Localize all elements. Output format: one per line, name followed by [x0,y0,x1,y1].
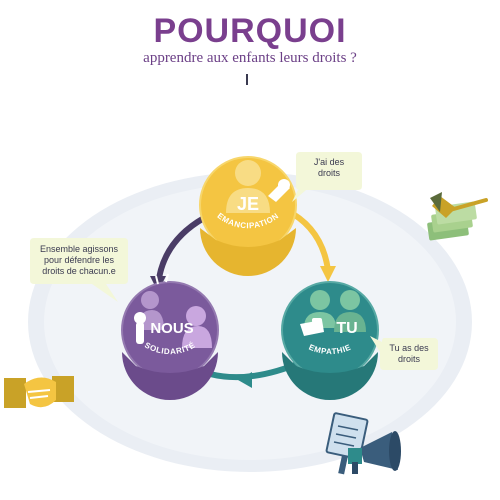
circle-word-tu: TU [336,320,358,337]
page-subtitle: apprendre aux enfants leurs droits ? [143,50,357,66]
megaphone-icon [325,412,401,475]
person-left-icon [141,291,159,309]
raised-fist-icon [134,312,146,324]
arrow-head-teal [238,372,252,388]
person-body-icon [226,188,270,213]
title-divider [246,74,248,85]
bubble-je-shape [292,152,362,202]
handshake-icon [4,376,74,408]
circle-word-nous: NOUS [150,320,194,337]
bubble-nous-text: Ensemble agissons pour défendre les droi… [32,244,126,277]
bubble-tu-shape [370,336,438,370]
bubble-nous-shape [30,238,128,302]
person-head-icon [235,160,261,186]
circle-word-je: JE [236,194,260,214]
bubble-nous-line: droits de chacun.e [42,266,116,276]
bubble-je-text: J'ai des droits [298,157,360,179]
bubble-je-line: droits [317,168,340,178]
person-right-icon [186,306,206,326]
circle-je: EMANCIPATION [199,156,297,276]
bubble-tu-line: Tu as des [389,343,429,353]
bubble-nous-line: Ensemble agissons [39,244,119,254]
person-front-icon [340,290,360,310]
pointing-hand-icon [300,320,324,336]
circle-nous: SOLIDARITÉ [121,273,219,400]
circle-tu: EMPATHIE [281,281,379,400]
spark-icon [155,275,159,285]
person-back-icon [310,290,330,310]
arrow-head-yellow [320,266,336,282]
svg-text:EMPATHIE: EMPATHIE [307,343,352,357]
bubble-tu-line: droits [397,354,420,364]
page-title: POURQUOI [153,12,347,50]
bubble-nous-line: pour défendre les [43,255,115,265]
circle-label-tu: EMPATHIE [307,343,352,357]
bubble-tu-text: Tu as des droits [382,343,436,365]
bubble-je-line: J'ai des [313,157,345,167]
money-shovel-icon [427,192,488,241]
